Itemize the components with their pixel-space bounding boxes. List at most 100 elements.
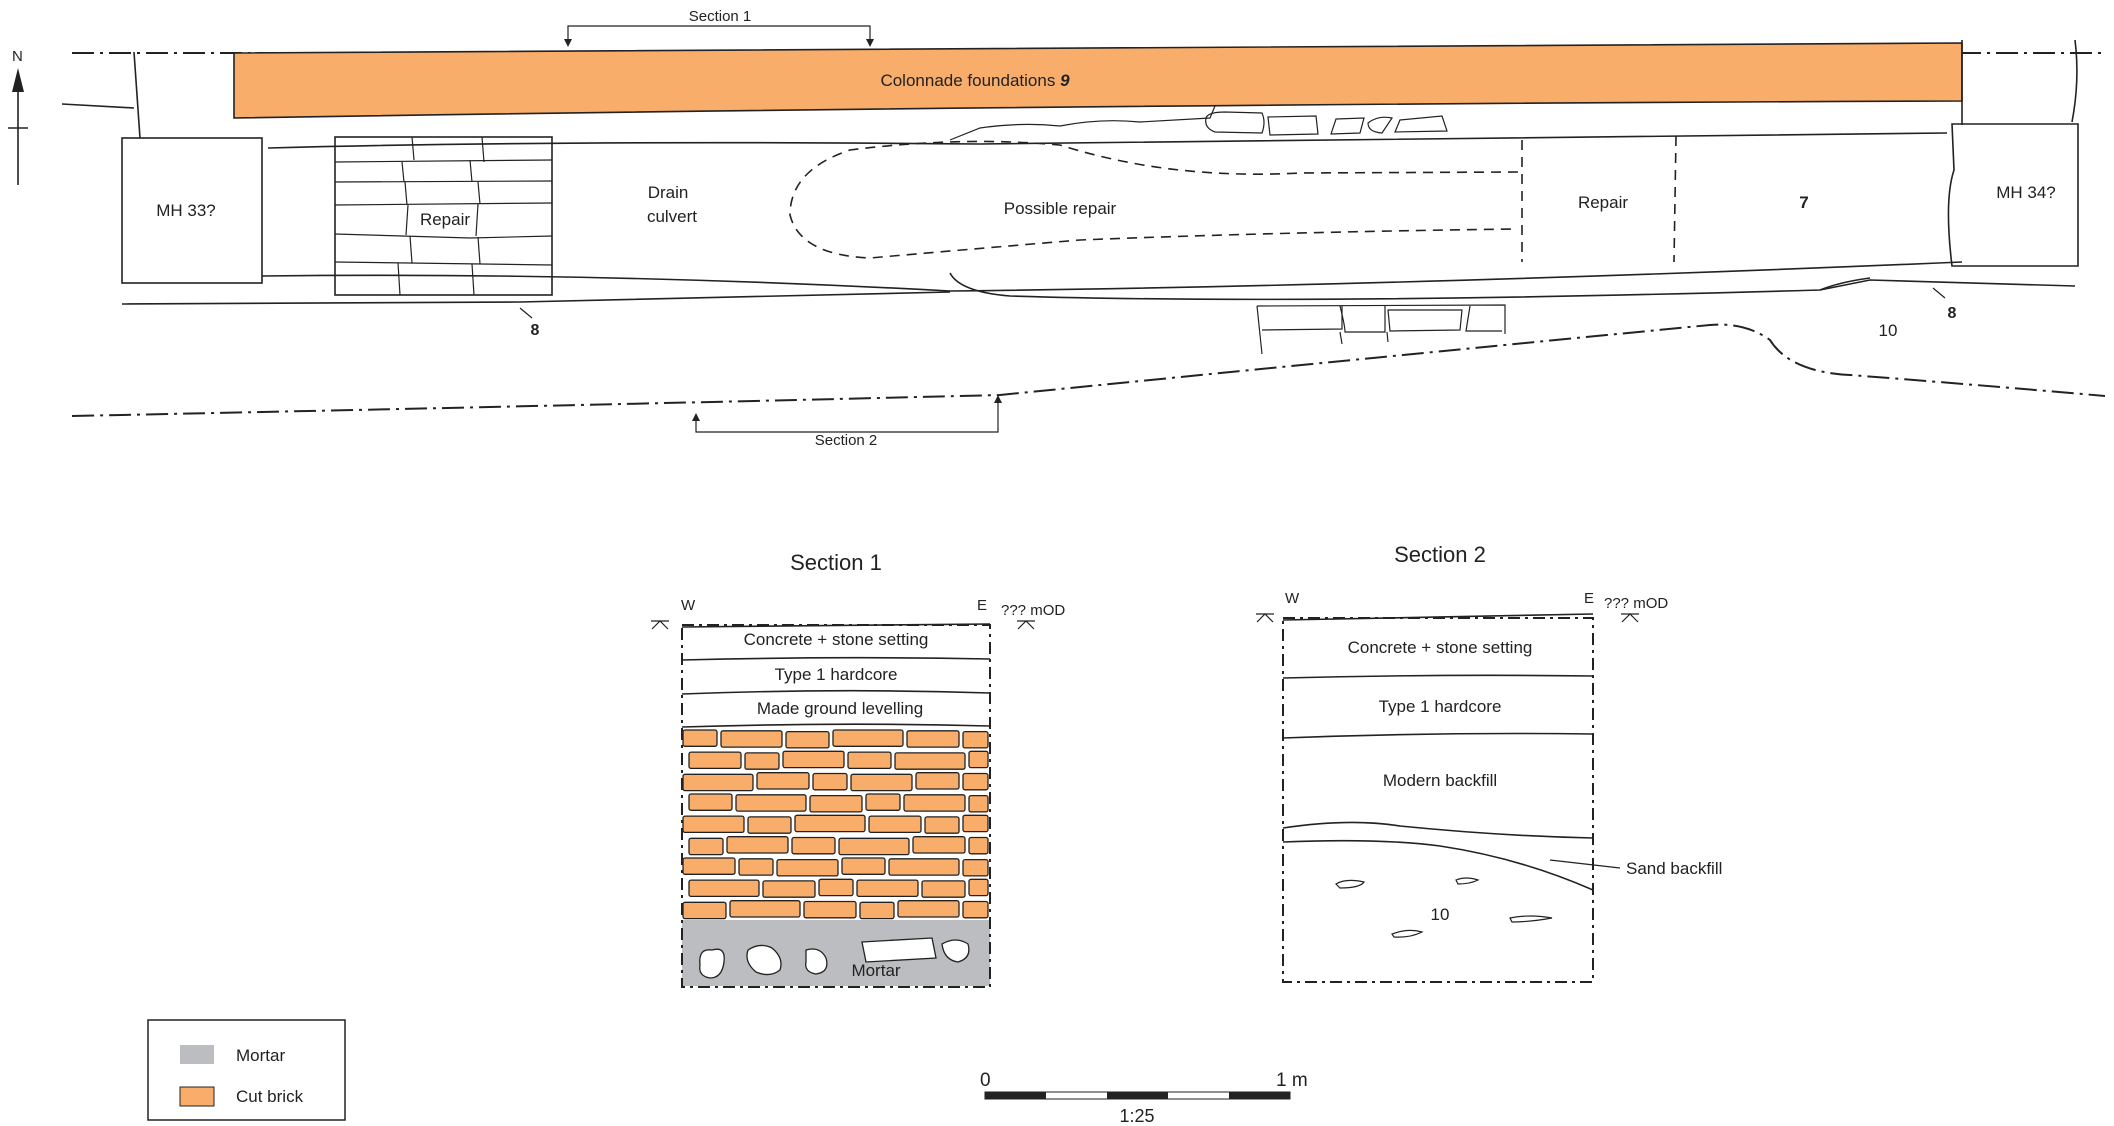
section1-layer-3: Made ground levelling	[757, 699, 923, 718]
stone-edge	[1256, 305, 1263, 355]
section1-layer-1: Concrete + stone setting	[744, 630, 929, 649]
cut-brick	[968, 836, 989, 855]
stone-edge	[1386, 331, 1389, 343]
stone	[1387, 309, 1463, 332]
section2-east-label: E	[1584, 590, 1594, 607]
section1-brick-courses	[682, 729, 989, 920]
section2-layer-boundary	[1282, 674, 1594, 679]
plan-view: N Section 1 Colonnade foundations 9	[8, 8, 2106, 449]
cut-brick	[688, 879, 760, 898]
sand-backfill-label: Sand backfill	[1626, 859, 1722, 878]
stone	[941, 939, 970, 963]
cut-brick	[847, 751, 892, 770]
repair-brick-area	[334, 136, 553, 296]
cut-brick	[682, 857, 736, 875]
brick-joint	[477, 236, 481, 265]
cut-brick	[776, 858, 839, 877]
section1-datum-icon-east	[1017, 620, 1035, 630]
cut-brick	[744, 752, 780, 770]
brick-joint	[411, 136, 415, 161]
repair-left-label: Repair	[420, 210, 470, 229]
section1-datum-label: ??? mOD	[1001, 602, 1065, 619]
cut-brick	[838, 837, 910, 856]
context-8-line-west	[121, 291, 951, 305]
cut-brick	[782, 750, 845, 769]
north-label: N	[12, 48, 23, 65]
cut-brick	[682, 815, 745, 834]
stone	[1509, 915, 1553, 923]
cut-brick	[794, 814, 866, 833]
stone	[861, 937, 937, 963]
brick-joint	[401, 161, 405, 183]
cut-brick	[968, 878, 989, 897]
cut-brick	[962, 858, 989, 877]
cut-brick	[868, 815, 922, 834]
stone	[746, 944, 782, 976]
section2-layer-1: Concrete + stone setting	[1348, 638, 1533, 657]
context-8-leader-west	[519, 307, 533, 319]
cut-brick	[688, 751, 742, 770]
section2-marker: Section 2	[692, 395, 1002, 449]
context-8-label-west: 8	[531, 322, 540, 339]
legend-label-cut-brick: Cut brick	[236, 1087, 304, 1106]
context-10-label-plan: 10	[1879, 321, 1898, 340]
section2-datum-label: ??? mOD	[1604, 595, 1668, 612]
drain-culvert-south-edge	[261, 261, 1963, 292]
section1-west-label: W	[681, 597, 696, 614]
excavation-limit-south	[71, 323, 2106, 417]
stone	[1339, 305, 1386, 333]
context-8-line-east	[1819, 279, 2076, 291]
cut-brick	[791, 836, 836, 855]
cut-brick	[915, 772, 960, 790]
section2-frame	[1282, 617, 1594, 983]
section2-west-label: W	[1285, 590, 1300, 607]
colonnade-foundations-fill	[233, 42, 1963, 119]
section1-layer-2: Type 1 hardcore	[775, 665, 898, 684]
section2-marker-left-tick	[692, 413, 700, 421]
section1-drawing: Section 1 W E ??? mOD Mortar Concrete + …	[651, 550, 1065, 988]
stone	[1267, 115, 1319, 136]
section2-stones	[1335, 877, 1553, 938]
possible-repair-outline	[789, 140, 1519, 259]
cut-brick	[735, 794, 807, 812]
cut-brick	[682, 773, 754, 792]
brick-joint	[469, 159, 473, 183]
possible-repair-label: Possible repair	[1004, 199, 1117, 218]
stone-edge	[1256, 304, 1506, 334]
section2-datum-icon-west	[1256, 613, 1274, 623]
section2-marker-label: Section 2	[815, 432, 878, 449]
north-arrow: N	[8, 48, 28, 185]
section1-title: Section 1	[790, 550, 882, 575]
cut-brick	[756, 772, 810, 790]
legend-box	[147, 1019, 346, 1121]
sand-backfill-leader	[1549, 859, 1621, 869]
cut-brick	[720, 730, 783, 748]
mh34-wall-right	[2071, 39, 2078, 123]
section1-layer-boundary	[681, 656, 991, 661]
stone	[1330, 117, 1365, 135]
mh33-label: MH 33?	[156, 201, 216, 220]
lower-culvert-stones	[1256, 304, 1506, 355]
brick-joint	[475, 203, 479, 237]
cut-brick	[785, 730, 830, 749]
section1-marker-bracket	[567, 25, 871, 42]
section1-marker-label: Section 1	[689, 8, 752, 25]
cut-brick	[968, 750, 989, 769]
repair-right-label: Repair	[1578, 193, 1628, 212]
section2-marker-bracket	[695, 400, 999, 433]
plan-west-edge-line	[61, 103, 135, 109]
north-arrow-head-icon	[12, 68, 24, 92]
cut-brick	[726, 836, 789, 854]
cut-brick	[738, 858, 774, 876]
stone	[1455, 877, 1480, 885]
section1-mortar-fill	[682, 920, 990, 986]
legend: Mortar Cut brick	[147, 1019, 346, 1121]
section1-mortar-label: Mortar	[851, 961, 900, 980]
cut-brick	[818, 878, 854, 897]
stone	[1394, 115, 1448, 133]
colonnade-lower-edge-detail	[949, 105, 1216, 141]
section2-context-10-label: 10	[1431, 905, 1450, 924]
brick-joint	[405, 204, 409, 236]
scale-bar: 0 1 m 1:25	[980, 1070, 1308, 1126]
stone	[1367, 116, 1393, 134]
